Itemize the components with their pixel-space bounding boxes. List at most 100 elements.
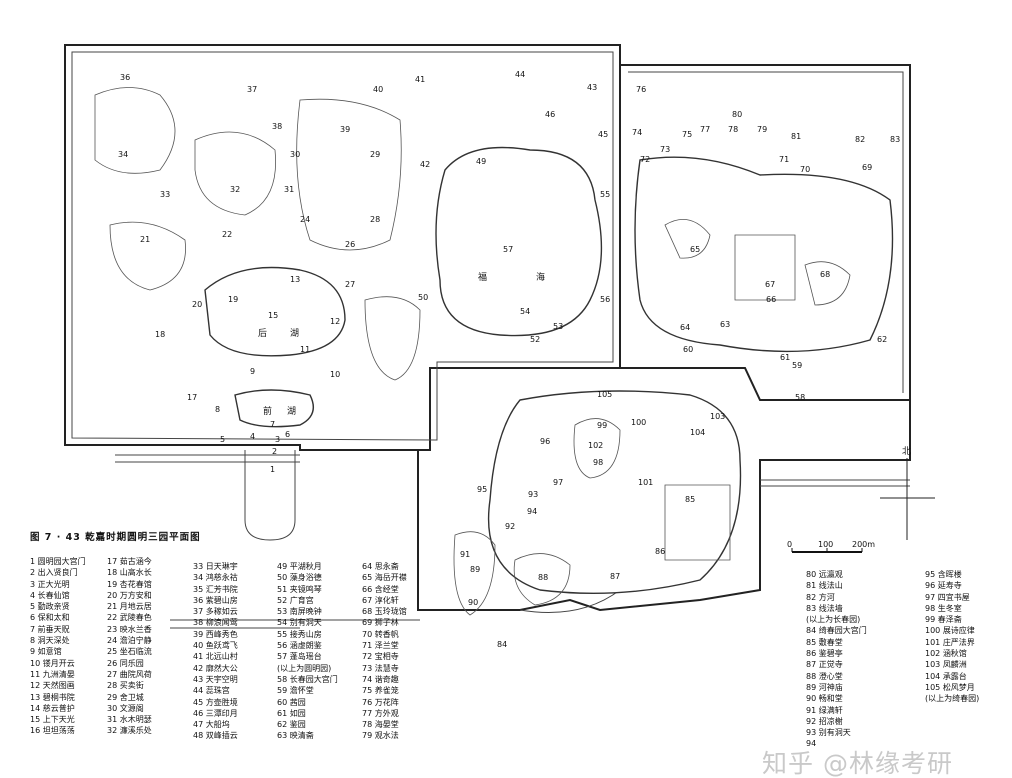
legend-item: 76 万花阵 bbox=[362, 697, 399, 707]
lake-label-hu: 湖 bbox=[290, 328, 299, 339]
qichun-lake bbox=[487, 390, 742, 595]
legend-item: 66 含经堂 bbox=[362, 584, 399, 594]
map-number-label: 78 bbox=[728, 125, 738, 134]
island bbox=[194, 131, 276, 216]
building-compound bbox=[664, 484, 731, 561]
map-number-label: 22 bbox=[222, 230, 232, 239]
map-number-label: 10 bbox=[330, 370, 340, 379]
legend-item: 10 镂月开云 bbox=[30, 658, 75, 668]
map-number-label: 82 bbox=[855, 135, 865, 144]
entrance-road bbox=[244, 450, 296, 541]
legend-item: 32 濂溪乐处 bbox=[107, 726, 152, 736]
map-number-label: 80 bbox=[732, 110, 742, 119]
legend-item: 54 别有洞天 bbox=[277, 618, 322, 628]
legend-item: 24 澹泊宁静 bbox=[107, 636, 152, 646]
map-number-label: 69 bbox=[862, 163, 872, 172]
map-number-label: 41 bbox=[415, 75, 425, 84]
map-number-label: 67 bbox=[765, 280, 775, 289]
map-number-label: 19 bbox=[228, 295, 238, 304]
legend-item: 63 映清斋 bbox=[277, 731, 314, 741]
map-number-label: 66 bbox=[766, 295, 776, 304]
map-number-label: 20 bbox=[192, 300, 202, 309]
legend-item: 21 月地云居 bbox=[107, 602, 152, 612]
road bbox=[115, 454, 300, 463]
map-number-label: 18 bbox=[155, 330, 165, 339]
legend-item: 93 别有洞天 bbox=[806, 728, 851, 738]
map-number-label: 86 bbox=[655, 547, 665, 556]
map-number-label: 37 bbox=[247, 85, 257, 94]
legend-item: 97 四宜书屋 bbox=[925, 592, 970, 602]
legend-item: 57 蓬岛瑶台 bbox=[277, 652, 322, 662]
building-compound bbox=[734, 234, 796, 301]
map-number-label: 46 bbox=[545, 110, 555, 119]
legend-item: 11 九洲清晏 bbox=[30, 669, 75, 679]
map-number-label: 31 bbox=[284, 185, 294, 194]
changchunyuan-wall bbox=[620, 64, 911, 401]
legend-item: 37 多稼如云 bbox=[193, 607, 238, 617]
legend-item: 34 鸿慈永祜 bbox=[193, 573, 238, 583]
map-number-label: 100 bbox=[631, 418, 646, 427]
map-number-label: 91 bbox=[460, 550, 470, 559]
map-number-label: 30 bbox=[290, 150, 300, 159]
legend-item: 25 坐石临流 bbox=[107, 647, 152, 657]
map-number-label: 33 bbox=[160, 190, 170, 199]
map-number-label: 58 bbox=[795, 393, 805, 402]
legend-item: 56 涵虚朗鉴 bbox=[277, 641, 322, 651]
legend-item: 6 保和太和 bbox=[30, 613, 70, 623]
map-number-label: 52 bbox=[530, 335, 540, 344]
legend-item: 62 鉴园 bbox=[277, 720, 306, 730]
legend-item: 99 春泽斋 bbox=[925, 615, 962, 625]
map-number-label: 68 bbox=[820, 270, 830, 279]
legend-item: (以上为绮春园) bbox=[925, 694, 980, 704]
legend-item: 35 汇芳书院 bbox=[193, 584, 238, 594]
map-number-label: 32 bbox=[230, 185, 240, 194]
legend-item: 22 武陵春色 bbox=[107, 613, 152, 623]
legend-item: 46 三潭印月 bbox=[193, 708, 238, 718]
legend-item: 19 杏花春馆 bbox=[107, 579, 152, 589]
map-number-label: 34 bbox=[118, 150, 128, 159]
map-number-label: 72 bbox=[640, 155, 650, 164]
legend-item: 82 方河 bbox=[806, 592, 835, 602]
map-number-label: 63 bbox=[720, 320, 730, 329]
map-number-label: 87 bbox=[610, 572, 620, 581]
legend-item: 102 涵秋馆 bbox=[925, 649, 967, 659]
legend-item: 59 澹怀堂 bbox=[277, 686, 314, 696]
legend-item: 85 敷春堂 bbox=[806, 637, 843, 647]
map-number-label: 55 bbox=[600, 190, 610, 199]
map-number-label: 7 bbox=[270, 420, 275, 429]
legend-item: 43 天宇空明 bbox=[193, 674, 238, 684]
legend-item: 14 慈云普护 bbox=[30, 703, 75, 713]
map-number-label: 15 bbox=[268, 311, 278, 320]
map-number-label: 29 bbox=[370, 150, 380, 159]
island bbox=[364, 296, 421, 381]
legend-item: 2 出入贤良门 bbox=[30, 568, 78, 578]
map-number-label: 50 bbox=[418, 293, 428, 302]
map-number-label: 4 bbox=[250, 432, 255, 441]
legend-item: 13 碧桐书院 bbox=[30, 692, 75, 702]
map-number-label: 43 bbox=[587, 83, 597, 92]
legend-item: 53 南屏晚钟 bbox=[277, 607, 322, 617]
map-number-label: 11 bbox=[300, 345, 310, 354]
map-number-label: 92 bbox=[505, 522, 515, 531]
lake-label-fu: 福 bbox=[478, 271, 487, 283]
map-number-label: 104 bbox=[690, 428, 705, 437]
map-number-label: 39 bbox=[340, 125, 350, 134]
legend-item: 17 茹古涵今 bbox=[107, 557, 152, 566]
legend-item: 18 山高水长 bbox=[107, 568, 152, 578]
legend-item: 38 柳浪闻莺 bbox=[193, 618, 238, 628]
map-number-label: 98 bbox=[593, 458, 603, 467]
legend-item: 3 正大光明 bbox=[30, 579, 70, 589]
legend-item: 79 观水法 bbox=[362, 731, 399, 741]
map-number-label: 8 bbox=[215, 405, 220, 414]
map-number-label: 93 bbox=[528, 490, 538, 499]
map-number-label: 62 bbox=[877, 335, 887, 344]
map-number-label: 9 bbox=[250, 367, 255, 376]
map-number-label: 17 bbox=[187, 393, 197, 402]
map-number-label: 83 bbox=[890, 135, 900, 144]
map-number-label: 84 bbox=[497, 640, 507, 649]
island bbox=[804, 261, 851, 306]
legend-item: 95 含晖楼 bbox=[925, 570, 962, 579]
legend-item: 101 庄严法界 bbox=[925, 637, 975, 647]
map-number-label: 65 bbox=[690, 245, 700, 254]
